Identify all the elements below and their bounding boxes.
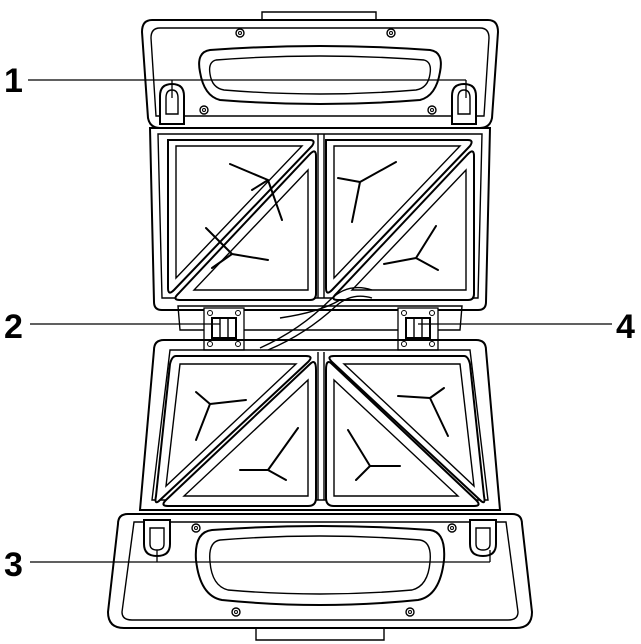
hinge-right: [397, 307, 439, 351]
upper-lid: [140, 11, 500, 311]
screw-icon: [427, 105, 437, 115]
screw-icon: [199, 105, 209, 115]
rib-icon: [195, 391, 247, 441]
callout-3: 3: [4, 546, 491, 584]
callout-4-label: 4: [616, 308, 635, 346]
lower-handle: [194, 525, 446, 606]
screw-icon: [405, 607, 415, 617]
rib-icon: [347, 429, 401, 481]
rib-icon: [383, 225, 439, 271]
latch-right-upper: [451, 82, 477, 125]
callout-2: 2: [4, 308, 220, 346]
screw-icon: [231, 607, 241, 617]
rib-icon: [229, 163, 283, 221]
rib-icon: [337, 161, 397, 223]
screw-icon: [386, 28, 396, 38]
callout-1: 1: [4, 62, 467, 100]
latch-left-upper: [159, 82, 185, 125]
callout-2-label: 2: [4, 308, 23, 346]
screw-icon: [235, 28, 245, 38]
callout-3-label: 3: [4, 546, 23, 584]
hinge-left: [203, 307, 245, 351]
rib-icon: [397, 387, 449, 437]
callout-4: 4: [418, 308, 635, 346]
upper-handle: [198, 45, 442, 105]
latch-right-lower: [469, 519, 497, 558]
lower-base: [106, 339, 534, 641]
callout-1-label: 1: [4, 62, 23, 100]
rib-icon: [205, 227, 269, 269]
screw-icon: [447, 523, 457, 533]
screw-icon: [191, 523, 201, 533]
rib-icon: [239, 427, 299, 481]
hinge-area: [177, 286, 463, 351]
